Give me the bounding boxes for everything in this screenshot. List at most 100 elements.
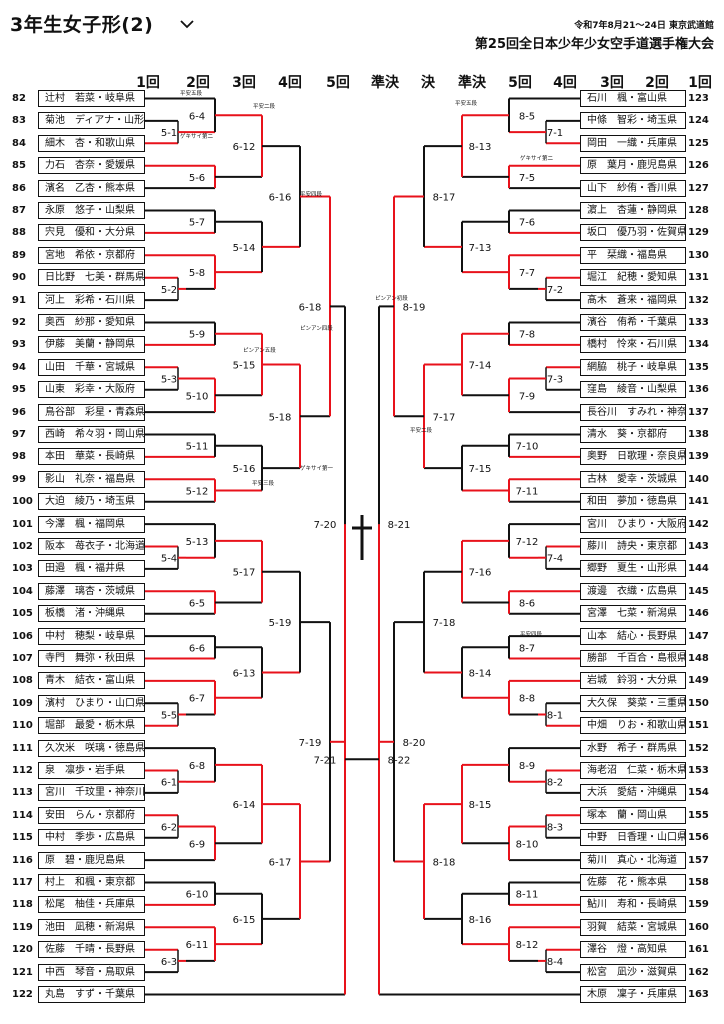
player-entry[interactable]: 網脇 桃子・岐阜県 bbox=[580, 358, 686, 376]
player-entry[interactable]: 永原 悠子・山梨県 bbox=[38, 202, 145, 219]
player-entry[interactable]: 菊池 ディアナ・山形県 bbox=[38, 112, 145, 130]
seed-number: 137 bbox=[688, 406, 709, 418]
player-entry[interactable]: 濱谷 侑希・千葉県 bbox=[580, 314, 686, 331]
player-entry[interactable]: 山下 紗侑・香川県 bbox=[580, 179, 686, 197]
player-entry[interactable]: 藤澤 璃杏・茨城県 bbox=[38, 582, 145, 600]
seed-number: 113 bbox=[12, 787, 33, 799]
player-entry[interactable]: 澤谷 燈・高知県 bbox=[580, 941, 686, 959]
match-label: 6-5 bbox=[189, 599, 205, 610]
player-entry[interactable]: 山東 彩幸・大阪府 bbox=[38, 381, 145, 399]
round-header: 1回 bbox=[136, 75, 160, 91]
player-entry[interactable]: 寺門 舞弥・秋田県 bbox=[38, 650, 145, 667]
player-entry[interactable]: 青木 結衣・富山県 bbox=[38, 672, 145, 690]
seed-number: 140 bbox=[688, 473, 709, 485]
player-entry[interactable]: 伊藤 美蘭・静岡県 bbox=[38, 336, 145, 354]
player-entry[interactable]: 細木 杏・和歌山県 bbox=[38, 134, 145, 152]
player-entry[interactable]: 中條 智彩・埼玉県 bbox=[580, 112, 686, 130]
player-entry[interactable]: 阪本 苺衣子・北海道 bbox=[38, 538, 145, 555]
player-entry[interactable]: 安田 らん・京都府 bbox=[38, 806, 145, 824]
player-entry[interactable]: 原 葉月・鹿児島県 bbox=[580, 157, 686, 175]
player-entry[interactable]: 岩城 鈴羽・大分県 bbox=[580, 672, 686, 690]
match-label: 8-20 bbox=[403, 738, 426, 749]
player-entry[interactable]: 力石 杏奈・愛媛県 bbox=[38, 157, 145, 175]
player-entry[interactable]: 奥野 日歌理・奈良県 bbox=[580, 448, 686, 466]
player-entry[interactable]: 羽賀 結菜・宮城県 bbox=[580, 918, 686, 936]
player-entry[interactable]: 塚本 蘭・岡山県 bbox=[580, 806, 686, 824]
player-entry[interactable]: 石川 楓・富山県 bbox=[580, 90, 686, 107]
seed-number: 127 bbox=[688, 182, 709, 194]
player-entry[interactable]: 西崎 希々羽・岡山県 bbox=[38, 426, 145, 443]
seed-number: 97 bbox=[12, 429, 26, 440]
player-entry[interactable]: 原 碧・鹿児島県 bbox=[38, 851, 145, 869]
player-entry[interactable]: 中畑 りお・和歌山県 bbox=[580, 717, 686, 735]
player-entry[interactable]: 中西 琴音・鳥取県 bbox=[38, 963, 145, 981]
player-entry[interactable]: 濵上 杏蓮・静岡県 bbox=[580, 202, 686, 219]
seed-number: 134 bbox=[688, 339, 709, 351]
player-entry[interactable]: 今澤 楓・福岡県 bbox=[38, 515, 145, 533]
player-entry[interactable]: 宮川 ひまり・大阪府 bbox=[580, 515, 686, 533]
player-entry[interactable]: 清水 葵・京都府 bbox=[580, 426, 686, 443]
player-entry[interactable]: 宮地 希依・京都府 bbox=[38, 246, 145, 264]
player-entry[interactable]: 髙木 蒼来・福岡県 bbox=[580, 291, 686, 309]
player-entry[interactable]: 宮川 千玟里・神奈川県 bbox=[38, 784, 145, 802]
player-entry[interactable]: 中野 日香理・山口県 bbox=[580, 829, 686, 847]
player-entry[interactable]: 和田 夢加・徳島県 bbox=[580, 493, 686, 511]
seed-number: 143 bbox=[688, 541, 709, 552]
player-entry[interactable]: 木原 凜子・兵庫県 bbox=[580, 986, 686, 1003]
player-entry[interactable]: 大浜 愛結・沖縄県 bbox=[580, 784, 686, 802]
player-entry[interactable]: 本田 華菜・長崎県 bbox=[38, 448, 145, 466]
match-label: 7-3 bbox=[547, 375, 563, 386]
player-entry[interactable]: 長谷川 すみれ・神奈川県 bbox=[580, 403, 686, 421]
player-entry[interactable]: 水野 希子・群馬県 bbox=[580, 739, 686, 757]
player-entry[interactable]: 堀部 最愛・栃木県 bbox=[38, 717, 145, 735]
player-entry[interactable]: 宮澤 七菜・新潟県 bbox=[580, 605, 686, 623]
player-entry[interactable]: 岡田 一織・兵庫県 bbox=[580, 134, 686, 152]
player-entry[interactable]: 宍見 優和・大分県 bbox=[38, 224, 145, 242]
player-entry[interactable]: 古林 愛幸・茨城県 bbox=[580, 470, 686, 488]
player-entry[interactable]: 橋村 怜來・石川県 bbox=[580, 336, 686, 354]
player-entry[interactable]: 河上 彩希・石川県 bbox=[38, 291, 145, 309]
player-entry[interactable]: 田邉 楓・福井県 bbox=[38, 560, 145, 578]
player-entry[interactable]: 大久保 葵菜・三重県 bbox=[580, 694, 686, 712]
player-entry[interactable]: 藤川 詩央・東京都 bbox=[580, 538, 686, 555]
player-entry[interactable]: 影山 礼奈・福島県 bbox=[38, 470, 145, 488]
player-entry[interactable]: 鳥谷部 彩星・青森県 bbox=[38, 403, 145, 421]
player-entry[interactable]: 村上 和楓・東京都 bbox=[38, 874, 145, 891]
player-entry[interactable]: 池田 凪穂・新潟県 bbox=[38, 918, 145, 936]
player-entry[interactable]: 濱村 ひまり・山口県 bbox=[38, 694, 145, 712]
seed-number: 126 bbox=[688, 160, 709, 172]
player-entry[interactable]: 日比野 七美・群馬県 bbox=[38, 269, 145, 287]
player-entry[interactable]: 郷野 夏生・山形県 bbox=[580, 560, 686, 578]
player-entry[interactable]: 坂口 優乃羽・佐賀県 bbox=[580, 224, 686, 242]
player-entry[interactable]: 山田 千華・宮城県 bbox=[38, 358, 145, 376]
player-entry[interactable]: 松尾 柚佳・兵庫県 bbox=[38, 896, 145, 914]
player-entry[interactable]: 中村 季歩・広島県 bbox=[38, 829, 145, 847]
player-entry[interactable]: 海老沼 仁菜・栃木県 bbox=[580, 762, 686, 779]
player-entry[interactable]: 久次米 咲璃・徳島県 bbox=[38, 739, 145, 757]
player-entry[interactable]: 板橋 渚・沖縄県 bbox=[38, 605, 145, 623]
player-entry[interactable]: 山本 結心・長野県 bbox=[580, 627, 686, 645]
player-entry[interactable]: 佐藤 千晴・長野県 bbox=[38, 941, 145, 959]
seed-number: 91 bbox=[12, 294, 26, 306]
seed-number: 93 bbox=[12, 339, 26, 351]
player-entry[interactable]: 平 栞織・福島県 bbox=[580, 246, 686, 264]
seed-number: 86 bbox=[12, 182, 26, 194]
player-entry[interactable]: 菊川 真心・北海道 bbox=[580, 851, 686, 869]
player-entry[interactable]: 濱名 乙杏・熊本県 bbox=[38, 179, 145, 197]
player-entry[interactable]: 佐藤 花・熊本県 bbox=[580, 874, 686, 891]
match-label: 8-11 bbox=[516, 890, 539, 901]
match-label: 6-18 bbox=[299, 302, 322, 313]
player-entry[interactable]: 鮎川 寿和・長崎県 bbox=[580, 896, 686, 914]
player-entry[interactable]: 大迫 綾乃・埼玉県 bbox=[38, 493, 145, 511]
player-entry[interactable]: 渡邊 衣織・広島県 bbox=[580, 582, 686, 600]
player-entry[interactable]: 奥西 紗那・愛知県 bbox=[38, 314, 145, 331]
player-entry[interactable]: 丸島 すず・千葉県 bbox=[38, 986, 145, 1003]
chevron-down-icon[interactable] bbox=[180, 14, 194, 33]
player-entry[interactable]: 窪島 綾音・山梨県 bbox=[580, 381, 686, 399]
player-entry[interactable]: 泉 凛歩・岩手県 bbox=[38, 762, 145, 779]
player-entry[interactable]: 堀江 紀穂・愛知県 bbox=[580, 269, 686, 287]
player-entry[interactable]: 勝部 千百合・島根県 bbox=[580, 650, 686, 667]
player-entry[interactable]: 松宮 凪沙・滋賀県 bbox=[580, 963, 686, 981]
player-entry[interactable]: 辻村 若菜・岐阜県 bbox=[38, 90, 145, 107]
player-entry[interactable]: 中村 穂梨・岐阜県 bbox=[38, 627, 145, 645]
